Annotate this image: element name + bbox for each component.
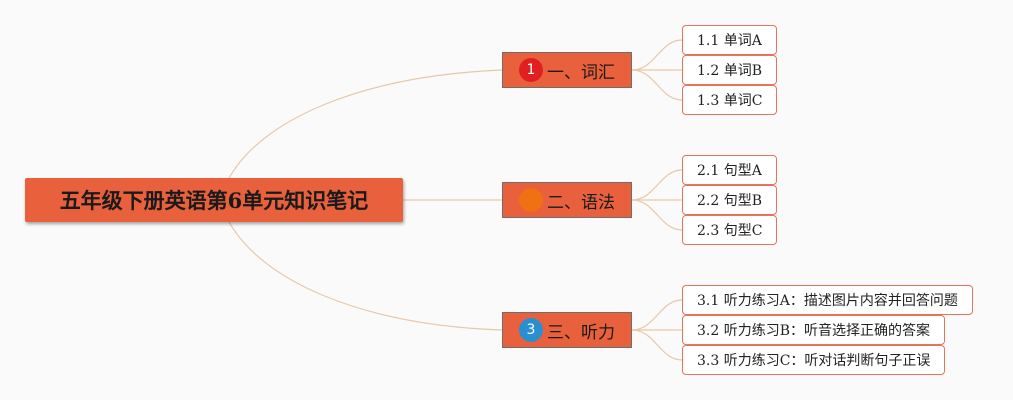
connector-root-branch-3: [227, 219, 503, 331]
leaf-topic[interactable]: 3.2 听力练习B：听音选择正确的答案: [682, 315, 946, 345]
branch-label: 三、听力: [547, 322, 615, 343]
leaf-label: 3.1 听力练习A：描述图片内容并回答问题: [697, 293, 958, 309]
priority-1-icon: 1: [519, 58, 543, 82]
leaf-label: 2.3 句型C: [697, 223, 763, 239]
priority-2-icon: [519, 188, 543, 212]
connector-branch-3-leaf-1: [631, 299, 683, 331]
connector-branch-1-leaf-1: [631, 39, 683, 71]
connector-root-branch-1: [227, 69, 503, 181]
branch-listening[interactable]: 3 三、听力: [502, 312, 632, 348]
leaf-label: 1.2 单词B: [697, 63, 763, 79]
leaf-topic[interactable]: 1.3 单词C: [682, 85, 778, 115]
connector-branch-1-leaf-3: [631, 69, 683, 101]
leaf-topic[interactable]: 3.3 听力练习C：听对话判断句子正误: [682, 345, 946, 375]
root-topic-label: 五年级下册英语第6单元知识笔记: [59, 188, 369, 213]
leaf-label: 2.2 句型B: [697, 193, 763, 209]
leaf-label: 3.3 听力练习C：听对话判断句子正误: [697, 353, 931, 369]
leaf-topic[interactable]: 2.1 句型A: [682, 155, 777, 185]
leaf-topic[interactable]: 2.2 句型B: [682, 185, 778, 215]
leaf-topic[interactable]: 1.1 单词A: [682, 25, 777, 55]
branch-grammar[interactable]: 二、语法: [502, 182, 632, 218]
leaf-topic[interactable]: 1.2 单词B: [682, 55, 778, 85]
connector-branch-2-leaf-1: [631, 169, 683, 201]
connector-branch-2-leaf-3: [631, 199, 683, 231]
leaf-label: 1.1 单词A: [697, 33, 762, 49]
leaf-label: 2.1 句型A: [697, 163, 762, 179]
leaf-topic[interactable]: 2.3 句型C: [682, 215, 778, 245]
branch-label: 二、语法: [547, 192, 615, 213]
branch-vocabulary[interactable]: 1 一、词汇: [502, 52, 632, 88]
leaf-label: 1.3 单词C: [697, 93, 763, 109]
connector-branch-3-leaf-3: [631, 329, 683, 361]
branch-label: 一、词汇: [547, 62, 615, 83]
leaf-label: 3.2 听力练习B：听音选择正确的答案: [697, 323, 931, 339]
leaf-topic[interactable]: 3.1 听力练习A：描述图片内容并回答问题: [682, 285, 973, 315]
priority-3-icon: 3: [519, 318, 543, 342]
root-topic[interactable]: 五年级下册英语第6单元知识笔记: [25, 178, 403, 222]
